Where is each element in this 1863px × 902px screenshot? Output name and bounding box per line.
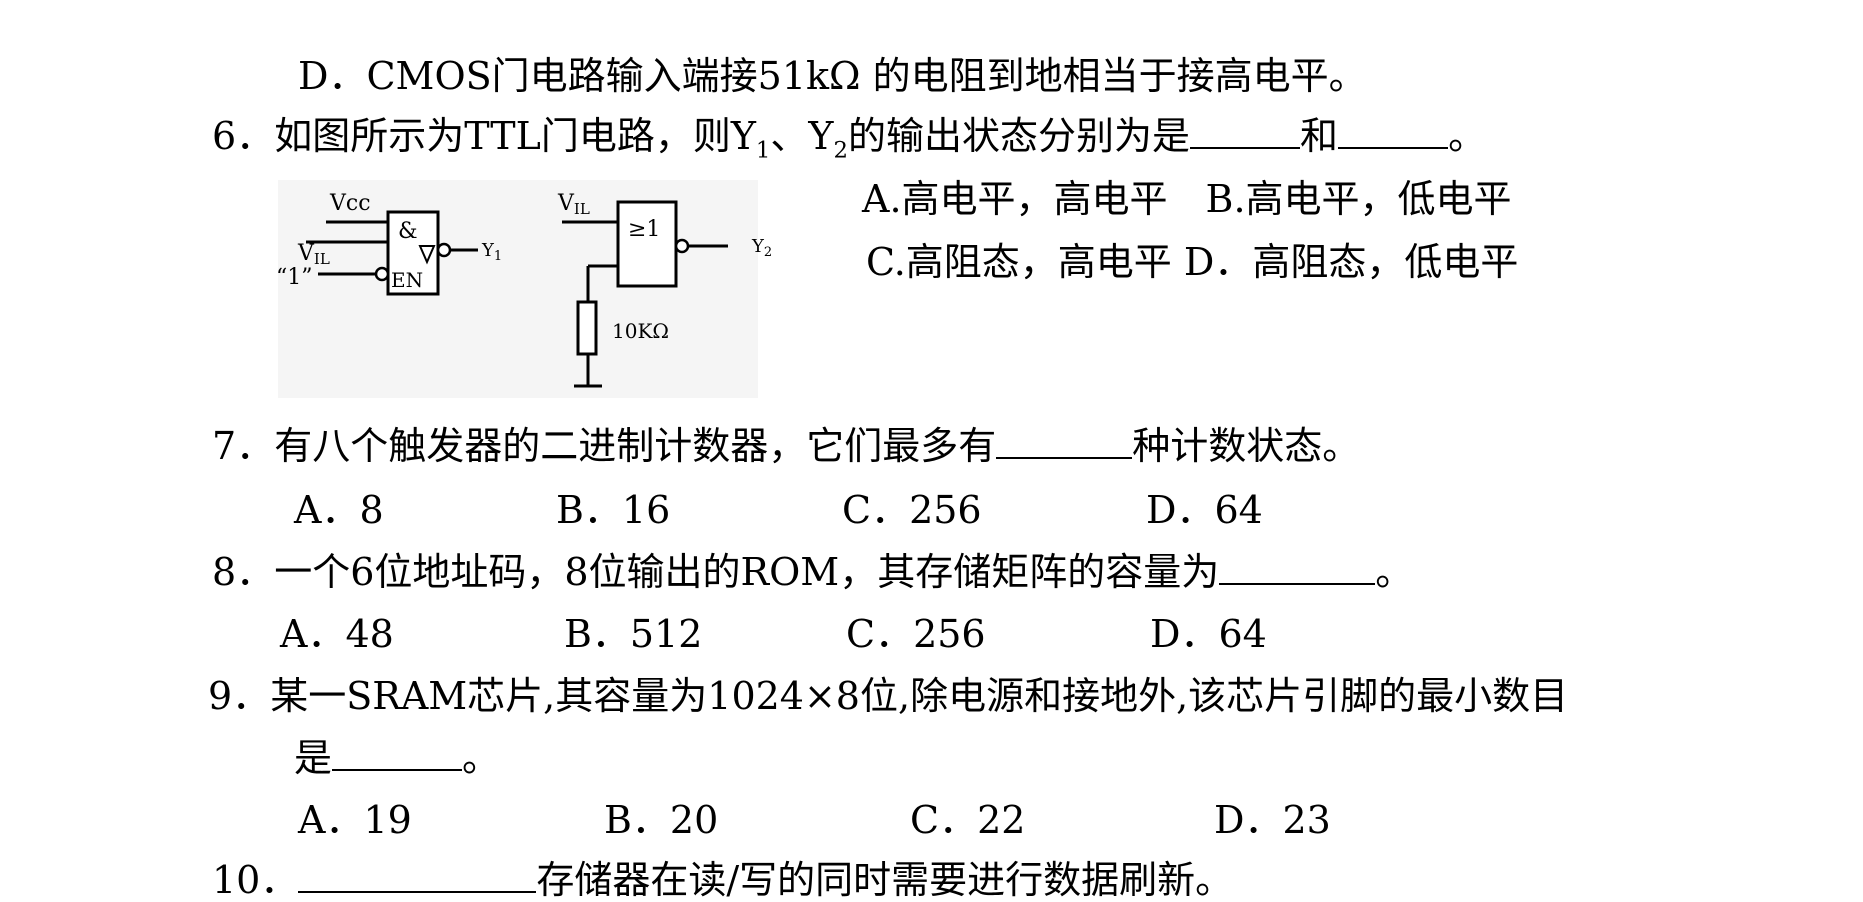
q9-stem2: 是 [294, 736, 333, 780]
y2-inverter-bubble-icon [674, 238, 690, 254]
q7-option-c[interactable]: C．256 [842, 488, 982, 532]
q7-blank[interactable] [996, 427, 1133, 459]
q9-option-d[interactable]: D．23 [1214, 798, 1331, 842]
q8-option-d[interactable]: D．64 [1150, 612, 1267, 656]
q6-stem-b: 的输出状态分别为是 [848, 114, 1191, 158]
q6-stem: 6．如图所示为TTL门电路，则Y1、Y2的输出状态分别为是 和 。 [212, 114, 1486, 173]
q9-stem-text: 某一SRAM芯片,其容量为1024×8位,除电源和接地外,该芯片引脚的最小数目 [270, 674, 1569, 718]
q9-number: 9． [208, 674, 271, 718]
q6-blank-2[interactable] [1338, 117, 1449, 149]
q8-option-b[interactable]: B．512 [564, 612, 703, 656]
q7-option-d[interactable]: D．64 [1146, 488, 1263, 532]
q8-stem: 8．一个6位地址码，8位输出的ROM，其存储矩阵的容量为 。 [212, 550, 1413, 594]
q8-option-a[interactable]: A．48 [280, 612, 394, 656]
q6-options-row1: A.高电平，高电平 B.高电平，低电平 [862, 177, 1512, 221]
nor-gate-box [616, 200, 678, 288]
vcc-label: Vcc [329, 191, 371, 216]
q6-options-row2: C.高阻态，高电平 D．高阻态，低电平 [866, 240, 1519, 284]
y1-label: Y1 [481, 240, 502, 264]
q9-stem: 9．某一SRAM芯片,其容量为1024×8位,除电源和接地外,该芯片引脚的最小数… [208, 674, 1568, 718]
q10-stem-text: 存储器在读/写的同时需要进行数据刷新。 [536, 858, 1234, 902]
q9-option-b[interactable]: B．20 [604, 798, 719, 842]
q8-end: 。 [1375, 550, 1414, 594]
q7-stem: 7．有八个触发器的二进制计数器，它们最多有 种计数状态。 [212, 424, 1360, 468]
q7-stem-end: 种计数状态。 [1132, 424, 1361, 468]
q6-blank-1[interactable] [1190, 117, 1301, 149]
q10-number: 10． [212, 858, 299, 902]
en-inverter-bubble-icon [374, 266, 390, 282]
tristate-triangle-icon [418, 245, 436, 265]
q8-stem-text: 一个6位地址码，8位输出的ROM，其存储矩阵的容量为 [274, 550, 1220, 594]
q6-stem-a: 如图所示为TTL门电路，则Y [274, 114, 756, 158]
and-gate-box [386, 210, 440, 296]
q5-option-d: D．CMOS门电路输入端接51kΩ 的电阻到地相当于接高电平。 [298, 54, 1367, 98]
q6-end: 。 [1448, 114, 1487, 158]
q6-number: 6． [212, 114, 275, 158]
q6-circuit-figure: & EN Vcc VIL “1” Y1 ≥1 VIL 10KΩ Y2 [276, 180, 778, 400]
q7-number: 7． [212, 424, 275, 468]
q10-blank[interactable] [298, 861, 537, 893]
vil-label-left: VIL [297, 241, 330, 268]
nor-gate-ge1: ≥1 [628, 217, 660, 242]
q6-and: 和 [1300, 114, 1339, 158]
q6-sep: 、Y [770, 114, 834, 158]
q7-stem-text: 有八个触发器的二进制计数器，它们最多有 [274, 424, 997, 468]
and-gate-amp: & [398, 219, 418, 244]
q7-option-a[interactable]: A．8 [294, 488, 384, 532]
y2-label: Y2 [751, 236, 772, 260]
circuit-diagram: & EN Vcc VIL “1” Y1 ≥1 VIL 10KΩ Y2 [276, 180, 772, 398]
figure-background [278, 180, 758, 398]
q7-option-b[interactable]: B．16 [556, 488, 671, 532]
q9-blank[interactable] [332, 739, 463, 771]
resistor-label: 10KΩ [612, 319, 669, 343]
q9-stem-line2: 是。 [294, 736, 500, 780]
and-gate-en: EN [391, 268, 423, 292]
q8-blank[interactable] [1219, 553, 1376, 585]
vil-label-right: VIL [557, 191, 590, 218]
resistor-icon [576, 300, 598, 356]
q10-stem: 10． 存储器在读/写的同时需要进行数据刷新。 [212, 858, 1233, 902]
q6-sub2: 2 [833, 137, 849, 164]
q9-option-a[interactable]: A．19 [298, 798, 412, 842]
y1-inverter-bubble-icon [436, 242, 452, 258]
q8-number: 8． [212, 550, 275, 594]
q9-end: 。 [462, 736, 501, 780]
one-label: “1” [278, 265, 313, 290]
q6-sub1: 1 [755, 137, 771, 164]
q9-option-c[interactable]: C．22 [910, 798, 1026, 842]
q8-option-c[interactable]: C．256 [846, 612, 986, 656]
